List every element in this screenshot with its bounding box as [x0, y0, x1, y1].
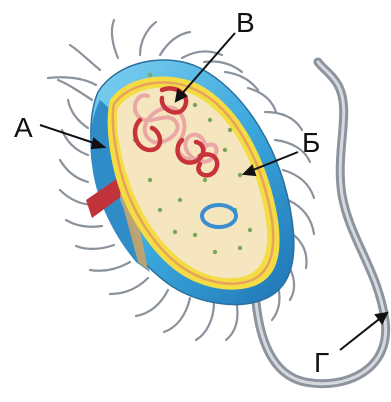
label-v: В	[236, 7, 255, 38]
label-a: А	[14, 112, 33, 143]
label-g: Г	[314, 347, 329, 378]
arrow-g	[340, 316, 383, 350]
label-b: Б	[302, 127, 320, 158]
